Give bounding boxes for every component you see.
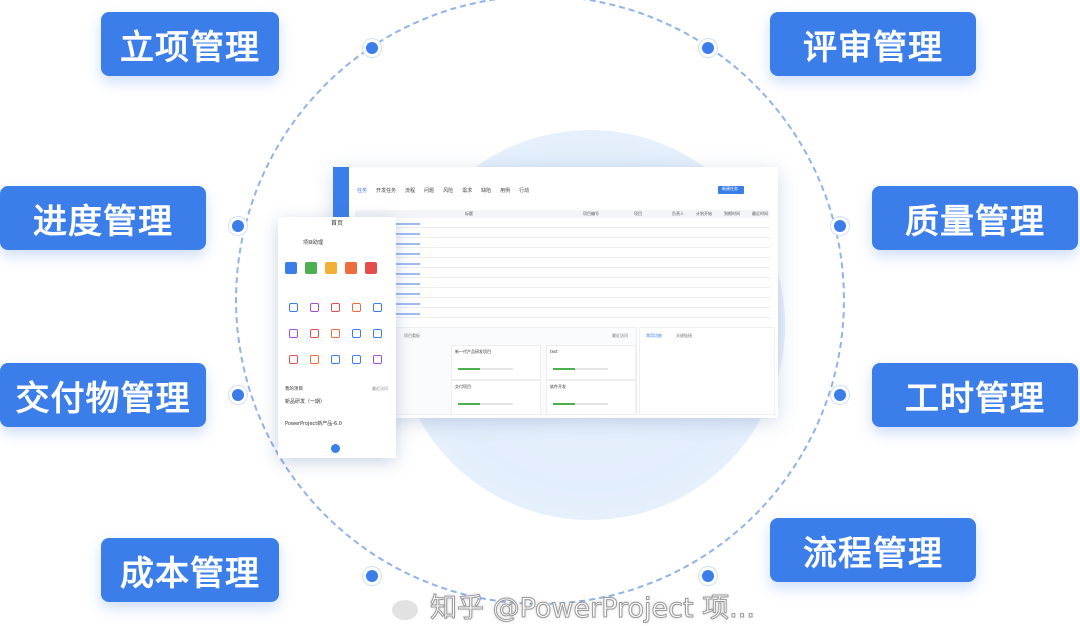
- row-link: [395, 233, 420, 235]
- project-card: 新一代产品研发项目: [451, 345, 541, 380]
- orbit-dot: [831, 217, 849, 235]
- recent-link: 最近访问: [612, 333, 628, 338]
- orbit-dot: [831, 386, 849, 404]
- watermark: 知乎 @PowerProject 项...: [430, 593, 756, 624]
- new-task-button: 新建任务: [718, 186, 744, 194]
- tab: 流程: [405, 188, 416, 194]
- column-header: 项目: [634, 211, 642, 216]
- column-header: 项目编号: [583, 211, 599, 216]
- orbit-dot: [699, 567, 717, 585]
- table-row: [355, 307, 770, 308]
- panel-title: 项目看板: [404, 333, 420, 338]
- app-icon: [352, 329, 361, 338]
- label-project-initiation: 立项管理: [101, 12, 279, 76]
- row-link: [395, 283, 420, 285]
- assistant-title: 项目助理: [303, 240, 324, 246]
- label-schedule: 进度管理: [0, 186, 206, 250]
- app-icon: [289, 303, 298, 312]
- tab: 开发任务: [376, 188, 397, 194]
- app-icon: [310, 329, 319, 338]
- wechat-icon: [392, 600, 418, 620]
- row-link: [395, 263, 420, 265]
- table-row: [355, 277, 770, 278]
- tab: 关键链接: [676, 333, 692, 338]
- desktop-tabs: 任务 开发任务 流程 问题 风险 需求 缺陷 用例 行动: [357, 187, 529, 194]
- app-icon: [373, 303, 382, 312]
- dashed-orbit: [235, 0, 845, 605]
- row-link: [395, 253, 420, 255]
- table-row: [355, 227, 770, 228]
- tab: 任务: [357, 188, 368, 194]
- app-icon: [373, 355, 382, 364]
- quick-functions: 常用功能 关键链接: [639, 327, 775, 415]
- app-icon: [289, 329, 298, 338]
- tab: 缺陷: [481, 188, 492, 194]
- desktop-screenshot: 任务 开发任务 流程 问题 风险 需求 缺陷 用例 行动 新建任务 标题 项目编…: [333, 167, 778, 418]
- label-cost: 成本管理: [101, 538, 279, 602]
- project-card: test: [546, 345, 636, 380]
- project-board: 项目看板 最近访问 新一代产品研发项目 test 交付项目 软件开发: [355, 327, 637, 415]
- column-header: 标题: [465, 211, 473, 216]
- tab: 行动: [519, 188, 530, 194]
- app-icon: [331, 303, 340, 312]
- row-link: [395, 223, 420, 225]
- orbit-dot: [229, 217, 247, 235]
- label-review: 评审管理: [770, 12, 976, 76]
- tab: 用例: [500, 188, 511, 194]
- app-icon: [352, 355, 361, 364]
- app-icon: [310, 303, 319, 312]
- table-row: [355, 237, 770, 238]
- mobile-screenshot: 首页 项目助理 我的项目 最近访问 新品研发（一期） PowerProject新…: [278, 217, 396, 458]
- app-icon: [331, 355, 340, 364]
- column-header: 到期时间: [724, 211, 740, 216]
- mobile-header: 首页: [330, 220, 343, 227]
- table-row: [355, 287, 770, 288]
- table-row: [355, 317, 770, 318]
- add-icon: [331, 444, 340, 453]
- app-icon: [331, 329, 340, 338]
- app-icon: [352, 303, 361, 312]
- project-card: 交付项目: [451, 380, 541, 415]
- row-link: [395, 313, 420, 315]
- tab: 需求: [462, 188, 473, 194]
- row-link: [395, 273, 420, 275]
- project-item: PowerProject新产品-6.0: [285, 421, 342, 427]
- tab: 风险: [443, 188, 454, 194]
- project-card: 软件开发: [546, 380, 636, 415]
- table-row: [355, 297, 770, 298]
- tab: 常用功能: [646, 333, 662, 338]
- label-deliverables: 交付物管理: [0, 363, 206, 427]
- project-item: 新品研发（一期）: [285, 399, 326, 405]
- tab: 问题: [424, 188, 435, 194]
- column-header: 最近时间: [752, 211, 768, 216]
- table-row: [355, 257, 770, 258]
- orbit-dot: [363, 39, 381, 57]
- orbit-dot: [229, 386, 247, 404]
- table-row: [355, 247, 770, 248]
- label-process: 流程管理: [770, 518, 976, 582]
- app-icon: [310, 355, 319, 364]
- my-projects-title: 我的项目: [285, 387, 303, 392]
- column-header: 计划开始: [696, 211, 712, 216]
- table-header: 标题 项目编号 项目 负责人 计划开始 到期时间 最近时间: [355, 210, 770, 218]
- row-link: [395, 243, 420, 245]
- label-quality: 质量管理: [872, 186, 1078, 250]
- row-link: [395, 293, 420, 295]
- label-timesheet: 工时管理: [872, 363, 1078, 427]
- app-icon: [289, 355, 298, 364]
- column-header: 负责人: [672, 211, 684, 216]
- orbit-dot: [363, 567, 381, 585]
- row-link: [395, 303, 420, 305]
- recent-link: 最近访问: [372, 386, 388, 391]
- orbit-dot: [699, 39, 717, 57]
- table-row: [355, 267, 770, 268]
- app-icon: [373, 329, 382, 338]
